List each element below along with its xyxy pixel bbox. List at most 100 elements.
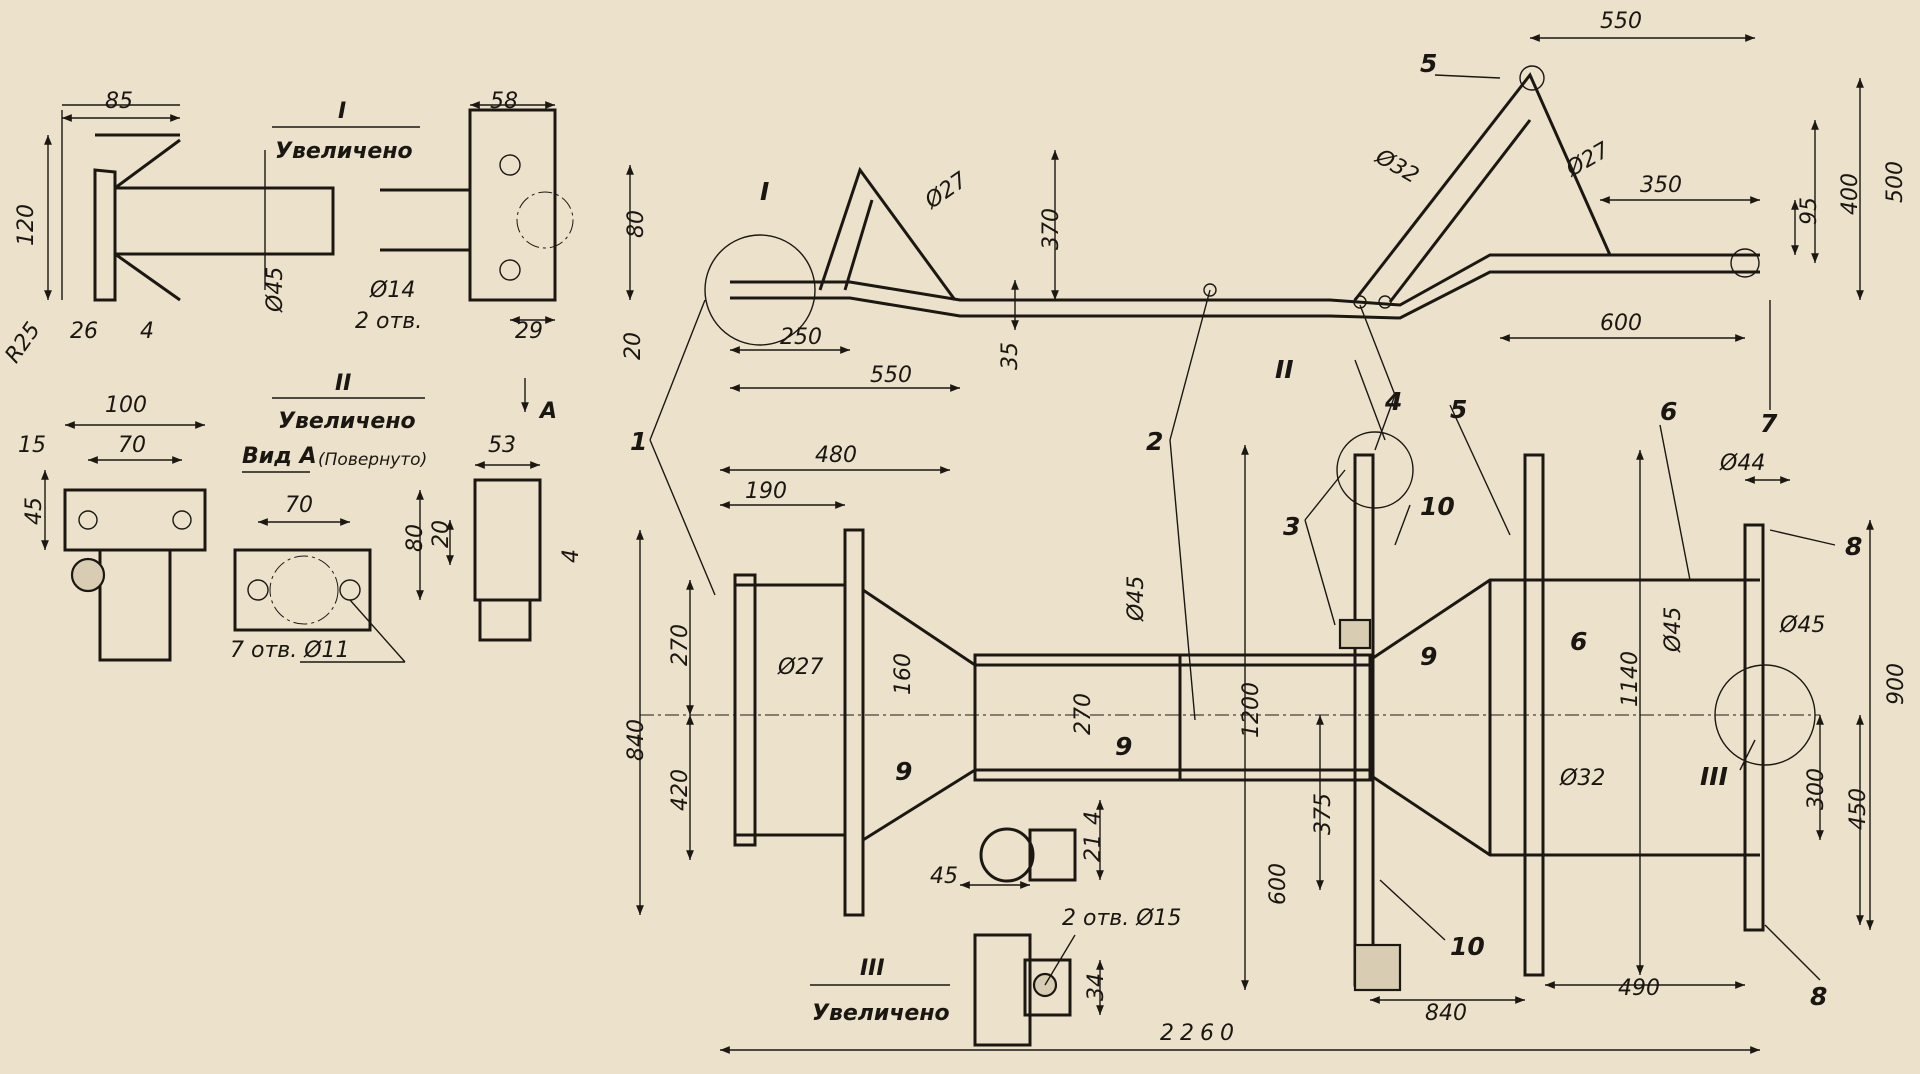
- dim-270-a: 270: [668, 624, 693, 666]
- dim-250: 250: [780, 325, 822, 350]
- detail-I-side-tube: [380, 188, 472, 252]
- dim-550-a: 550: [870, 363, 912, 388]
- callout-10-bottom: 10: [1450, 932, 1485, 961]
- dim-r25: R25: [1, 318, 46, 368]
- dim-34: 34: [1084, 973, 1109, 1001]
- plan-front-crossbar: [843, 528, 865, 917]
- leader-6: [1659, 424, 1691, 581]
- detail-III-lug: [1028, 828, 1077, 882]
- side-elevation: Ø27 370 250 550 35 Ø32 Ø27 550 350 95 40…: [704, 9, 1908, 392]
- plan-detail-III-circle: [1714, 664, 1816, 766]
- dim-45-e: 45: [930, 864, 958, 889]
- callout-5: 5: [1450, 395, 1467, 424]
- callout-4: 4: [1384, 387, 1402, 416]
- callout-9-left: 9: [895, 757, 912, 786]
- leader-5: [1449, 404, 1511, 536]
- dim-45-a: 45: [22, 497, 47, 525]
- dim-300: 300: [1804, 768, 1829, 810]
- callout-7: 7: [1760, 409, 1778, 438]
- detail-I-dim-lines: [61, 104, 180, 300]
- dim-370: 370: [1039, 208, 1064, 250]
- callout-9-center: 9: [1115, 732, 1132, 761]
- detail-I-plate: [468, 108, 557, 302]
- dim-dia32-top: Ø32: [1370, 144, 1423, 189]
- dim-53: 53: [488, 433, 516, 458]
- dim-dia44: Ø44: [1719, 451, 1765, 476]
- detail-I-label: Увеличено: [275, 139, 413, 164]
- detail-II-tube: [98, 548, 172, 662]
- side-front-triangle: [818, 166, 957, 301]
- callouts: 1 2 3 4 5 5 6 6 7 8 8 9 9 9 10 10 I II I…: [630, 49, 1862, 1011]
- dim-840-b: 840: [1425, 1001, 1467, 1026]
- dim-480: 480: [815, 443, 857, 468]
- detail-I-tube: [113, 186, 335, 256]
- detail-III-label: Увеличено: [812, 1001, 950, 1026]
- dim-35: 35: [998, 342, 1023, 370]
- dim-dia14: Ø14: [369, 278, 415, 303]
- dim-dia27-top2: Ø27: [1561, 138, 1614, 183]
- dim-900: 900: [1884, 663, 1909, 705]
- dim-500: 500: [1883, 161, 1908, 203]
- callout-9-right: 9: [1420, 642, 1437, 671]
- dim-dia27-b: Ø27: [777, 655, 823, 680]
- dim-95: 95: [1797, 197, 1822, 225]
- view-a-plate: [233, 548, 372, 632]
- leader-2: [1169, 289, 1211, 721]
- dim-400: 400: [1838, 173, 1863, 215]
- dim-160: 160: [891, 653, 916, 695]
- detail-III-number: III: [860, 956, 885, 981]
- dim-1200: 1200: [1239, 682, 1264, 738]
- dim-550-top: 550: [1600, 9, 1642, 34]
- callout-10-top: 10: [1420, 492, 1455, 521]
- dim-100: 100: [105, 393, 147, 418]
- dim-dia45-a: Ø45: [263, 267, 288, 313]
- detail-III-tube: [973, 933, 1032, 1047]
- view-a-note: (Повернуто): [318, 450, 427, 470]
- dim-4-b: 4: [559, 549, 584, 563]
- dim-80-b: 80: [403, 524, 428, 552]
- dim-58: 58: [490, 89, 518, 114]
- plan-center-rails: [973, 653, 1372, 782]
- callout-6: 6: [1570, 627, 1587, 656]
- dim-2-holes: 2 отв.: [355, 309, 422, 334]
- dim-4-c: 4: [1081, 811, 1106, 825]
- plan-rear-crossbar: [1523, 453, 1545, 977]
- leader-10-bottom: [1379, 879, 1446, 941]
- detail-I-hole-top: [499, 154, 521, 176]
- detail-I-number: I: [338, 99, 346, 124]
- dim-190: 190: [745, 479, 787, 504]
- callout-8-bottom: 8: [1810, 982, 1827, 1011]
- dim-490: 490: [1618, 976, 1660, 1001]
- dim-dia27-top: Ø27: [920, 168, 972, 215]
- dim-7-holes: 7 отв. Ø11: [230, 638, 350, 663]
- plan-rear-diagonals: [1369, 578, 1760, 857]
- dim-85: 85: [105, 89, 133, 114]
- dim-270-b: 270: [1071, 693, 1096, 735]
- leader-III: [1739, 739, 1756, 771]
- side-rear-axle-mount: [1730, 248, 1760, 278]
- plan-view: 480 190 270 840 420 Ø27 160 Ø45 270 1200…: [624, 431, 1909, 1054]
- leader-8-top: [1769, 529, 1836, 546]
- detail-II: 100 15 70 45 II Увеличено Вид А (Поверну…: [18, 371, 584, 663]
- callout-2: 2: [1146, 427, 1163, 456]
- callout-5-top: 5: [1420, 49, 1437, 78]
- callout-II: II: [1275, 355, 1294, 384]
- dim-600-b: 600: [1266, 863, 1291, 905]
- detail-II-number: II: [335, 371, 351, 396]
- dim-2260: 2260: [1160, 1021, 1240, 1046]
- plan-detail-II-circle: [1336, 431, 1414, 509]
- dim-70-a: 70: [118, 433, 146, 458]
- plan-center-inner: [975, 655, 1370, 780]
- leader-II: [1354, 359, 1386, 441]
- callout-3: 3: [1283, 512, 1300, 541]
- dim-4-a: 4: [140, 319, 154, 344]
- detail-II-plate: [63, 488, 207, 552]
- dim-2-holes-15: 2 отв. Ø15: [1062, 906, 1182, 931]
- plan-front-bumper: [733, 573, 757, 847]
- dim-20-b: 20: [429, 520, 454, 548]
- dim-dia45-b: Ø45: [1124, 576, 1149, 622]
- view-a-title: Вид А: [242, 444, 317, 469]
- detail-I-hole-bottom: [499, 259, 521, 281]
- dim-21: 21: [1081, 834, 1106, 862]
